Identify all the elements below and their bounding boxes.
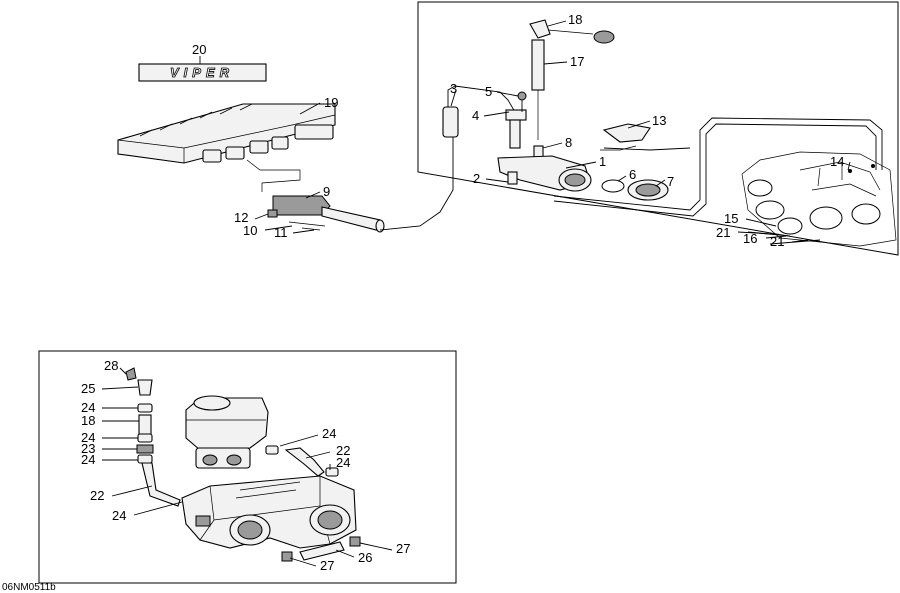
callout-24-c: 24 <box>81 452 95 467</box>
callout-2: 2 <box>473 171 480 186</box>
callout-12: 12 <box>234 210 248 225</box>
callout-1: 1 <box>599 154 606 169</box>
drawing-code: 06NM0511b <box>2 582 56 593</box>
callout-21-left: 21 <box>716 225 730 240</box>
callout-18-bottom: 18 <box>81 413 95 428</box>
decal-part-20: VIPER <box>138 63 267 82</box>
callout-24-b: 24 <box>81 430 95 445</box>
hose-part-22-right <box>284 447 325 477</box>
fitting-part-18 <box>529 19 615 44</box>
callout-17: 17 <box>570 54 584 69</box>
callout-26: 26 <box>358 550 372 565</box>
callout-9: 9 <box>323 184 330 199</box>
callout-20: 20 <box>192 42 206 57</box>
vacuum-hose-loop <box>553 117 883 211</box>
callout-16: 16 <box>743 231 757 246</box>
fuel-system-detail-frame <box>38 350 457 584</box>
intake-part-1 <box>497 155 592 192</box>
callout-24-f: 24 <box>336 455 350 470</box>
clamp-part-27-left <box>281 551 293 562</box>
callout-7: 7 <box>667 174 674 189</box>
hose-part-26 <box>299 541 345 561</box>
callout-18: 18 <box>568 12 582 27</box>
callout-24-e: 24 <box>322 426 336 441</box>
bracket-part-13 <box>600 123 651 151</box>
callout-24-d: 24 <box>112 508 126 523</box>
callout-14: 14 <box>830 154 844 169</box>
clamp-part-7 <box>627 179 669 201</box>
hose-part-17 <box>531 39 545 140</box>
engine-block <box>741 151 897 247</box>
callout-3: 3 <box>450 81 457 96</box>
leader-lines <box>101 20 851 567</box>
callout-27-bottom: 27 <box>320 558 334 573</box>
engine-detail-frame <box>417 1 899 256</box>
callout-13: 13 <box>652 113 666 128</box>
callout-22-left: 22 <box>90 488 104 503</box>
callout-27-right: 27 <box>396 541 410 556</box>
callout-10: 10 <box>243 223 257 238</box>
callout-11: 11 <box>274 225 288 240</box>
reservoir-tank <box>185 395 269 469</box>
callout-6: 6 <box>629 167 636 182</box>
callout-15: 15 <box>724 211 738 226</box>
clamp-part-27-right <box>349 536 361 547</box>
callout-24-a: 24 <box>81 400 95 415</box>
fitting-stack <box>125 367 154 464</box>
sensor-assembly-parts-4-5 <box>505 91 527 149</box>
callout-8: 8 <box>565 135 572 150</box>
cover-part-19 <box>117 103 336 192</box>
callout-5: 5 <box>485 84 492 99</box>
callout-28: 28 <box>104 358 118 373</box>
callout-19: 19 <box>324 95 338 110</box>
hose-part-22-left <box>141 462 181 507</box>
sensor-part-3 <box>379 85 516 231</box>
callout-25: 25 <box>81 381 95 396</box>
callout-23: 23 <box>81 441 95 456</box>
decal-text: VIPER <box>170 65 234 80</box>
callout-21-right: 21 <box>770 234 784 249</box>
o-ring-part-6 <box>601 179 625 193</box>
callout-4: 4 <box>472 108 479 123</box>
throttle-body-assembly <box>181 475 357 549</box>
callout-22-right: 22 <box>336 443 350 458</box>
sensor-part-9 <box>267 195 385 233</box>
